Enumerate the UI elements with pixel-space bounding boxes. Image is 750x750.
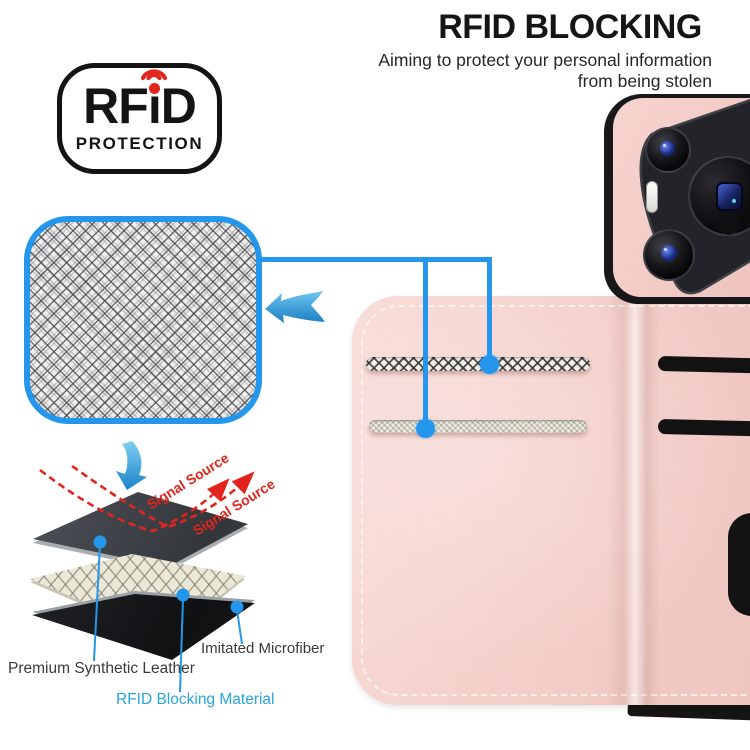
page-title: RFID BLOCKING (438, 8, 702, 46)
page-subtitle: Aiming to protect your personal informat… (360, 50, 712, 92)
lens-glint (661, 245, 677, 261)
curved-down-arrow-icon (116, 441, 147, 490)
open-wallet-case (352, 296, 750, 705)
wallet-fold-crease (608, 296, 660, 705)
label-imitated-microfiber: Imitated Microfiber (201, 640, 325, 657)
card-slot-upper (366, 357, 590, 371)
connector-line-to-upper-slot (487, 257, 492, 367)
badge-letters-rf: RF (83, 78, 149, 134)
connector-line-horizontal (244, 257, 492, 262)
card-slot-lower (369, 420, 587, 433)
camera-aux-lens (719, 215, 739, 235)
rfid-mesh-swatch (24, 216, 262, 424)
signal-bounce-arrow-1 (39, 468, 230, 533)
signal-bounce-arrow-2 (71, 464, 255, 529)
case-slot-bar-lower (657, 419, 750, 437)
camera-lens-top (645, 127, 691, 173)
label-rfid-blocking-material: RFID Blocking Material (116, 691, 275, 708)
camera-flash (646, 181, 658, 213)
leader-line-microfiber (236, 609, 243, 645)
case-slot-bar-upper (657, 356, 750, 374)
camera-sensor (716, 182, 743, 211)
badge-letter-i: ı (141, 69, 168, 131)
lens-glint (660, 141, 675, 156)
label-premium-synthetic-leather: Premium Synthetic Leather (8, 660, 195, 677)
rfid-layer-dot (176, 588, 190, 602)
connector-dot-upper-slot (480, 355, 499, 374)
badge-caption: PROTECTION (75, 134, 204, 153)
signal-arrows-overlay (39, 441, 255, 693)
camera-cutout (728, 513, 750, 616)
curved-left-arrow-icon (265, 291, 325, 323)
wifi-dot-icon (148, 83, 160, 94)
connector-line-to-lower-slot (423, 257, 428, 430)
leader-line-rfid (179, 597, 184, 693)
material-layers-diagram: Signal Source Signal Source (10, 440, 322, 725)
badge-letter-d: D (160, 78, 197, 134)
camera-lens-main (688, 156, 750, 236)
subtitle-line-1: Aiming to protect your personal informat… (378, 50, 712, 70)
leader-line-leather (93, 543, 101, 662)
phone-in-case (604, 94, 750, 304)
badge-brand-text: RFı D (62, 69, 217, 134)
stitching (361, 305, 750, 696)
connector-dot-lower-slot (416, 419, 435, 438)
microfiber-layer-dot (230, 600, 244, 614)
subtitle-line-2: from being stolen (577, 71, 712, 91)
camera-lens-bottom (643, 229, 695, 281)
leather-layer-dot (93, 535, 107, 549)
rfid-protection-badge: RFı D PROTECTION (57, 63, 222, 174)
wifi-signal-icon (141, 69, 168, 81)
